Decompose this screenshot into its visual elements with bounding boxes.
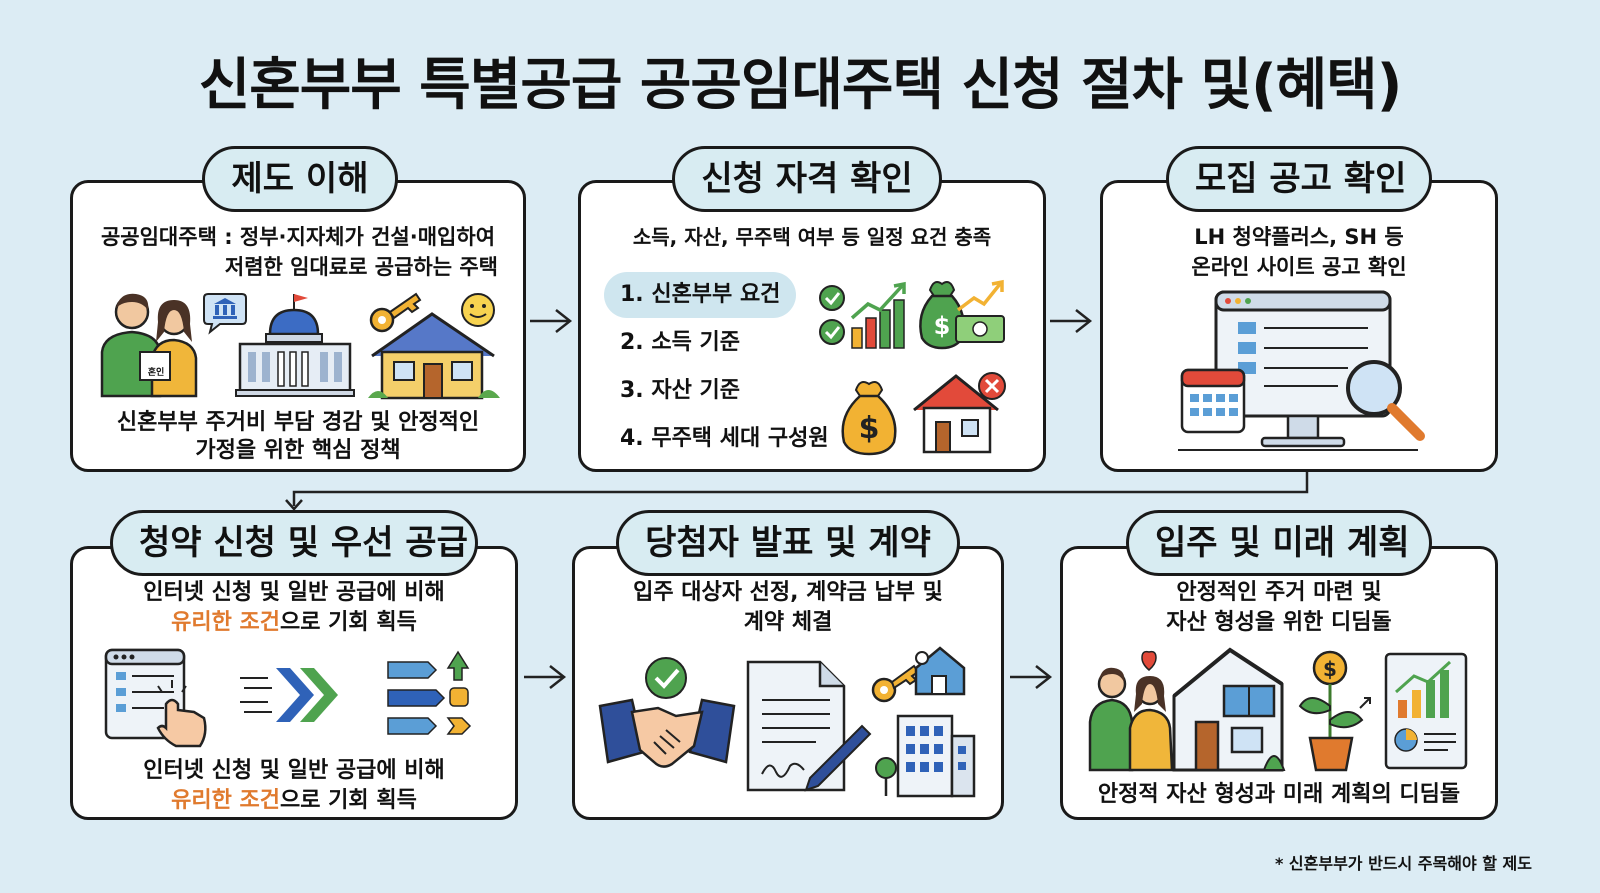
svg-text:$: $: [1323, 657, 1337, 681]
step-desc-3a: LH 청약플러스, SH 등: [1194, 225, 1404, 249]
step-footer-4b-rest: 으로 기회 획득: [280, 788, 417, 813]
marriage-doc-label: 혼인: [147, 368, 165, 378]
criteria-item-4: 4. 무주택 세대 구성원: [620, 426, 829, 451]
step-heading-1: 제도 이해: [202, 146, 398, 212]
svg-text:$: $: [859, 411, 880, 446]
gold-money-bag-icon: $: [841, 381, 897, 456]
contract-document-icon: [746, 660, 872, 792]
step-footer-1a: 신혼부부 주거비 부담 경감 및 안정적인: [116, 410, 480, 435]
page-title: 신혼부부 특별공급 공공임대주택 신청 절차 및(혜택): [198, 53, 1403, 118]
arrow-right-icon: [524, 665, 567, 689]
couple-icon: [100, 293, 198, 398]
fast-forward-icon: [240, 668, 338, 722]
money-plant-icon: $: [1298, 650, 1371, 772]
bank-bubble-icon: [203, 293, 247, 335]
criteria-item-1: 1. 신혼부부 요건: [604, 272, 797, 318]
financial-report-icon: [1384, 652, 1468, 770]
keys-building-icon: [871, 646, 976, 798]
connector-arrow-icon: [285, 472, 1309, 511]
step-desc-1a: 공공임대주택 : 정부·지자체가 건설·매입하여: [100, 225, 496, 249]
favorable-condition-highlight: 유리한 조건: [171, 788, 281, 813]
step-desc-3b: 온라인 사이트 공고 확인: [1191, 255, 1407, 279]
arrow-right-icon: [530, 309, 573, 333]
step-desc-4b-rest: 으로 기회 획득: [280, 610, 417, 635]
svg-text:$: $: [934, 312, 951, 340]
house-key-icon: [368, 292, 500, 400]
online-application-icon: [104, 648, 207, 748]
step-footer-4a: 인터넷 신청 및 일반 공급에 비해: [143, 758, 445, 783]
step-desc-4a: 인터넷 신청 및 일반 공급에 비해: [143, 580, 445, 605]
step-desc-6a: 안정적인 주거 마련 및: [1176, 580, 1382, 605]
arrow-right-icon: [1010, 665, 1053, 689]
step-heading-2: 신청 자격 확인: [672, 146, 942, 212]
step-footer-1b: 가정을 위한 핵심 정책: [195, 438, 401, 463]
check-growth-chart-icon: [819, 281, 906, 349]
step-heading-5: 당첨자 발표 및 계약: [616, 510, 960, 576]
step-heading-6: 입주 및 미래 계획: [1126, 510, 1432, 576]
favorable-condition-highlight: 유리한 조건: [171, 610, 281, 635]
government-building-icon: [235, 294, 355, 397]
step-desc-5b: 계약 체결: [743, 610, 833, 635]
step-heading-3: 모집 공고 확인: [1166, 146, 1432, 212]
house-no-ownership-icon: [913, 372, 1006, 454]
modern-house-icon: [1172, 647, 1286, 772]
arrow-right-icon: [1050, 309, 1093, 333]
step-heading-4: 청약 신청 및 우선 공급: [110, 510, 478, 576]
step-desc-5a: 입주 대상자 선정, 계약금 납부 및: [633, 580, 943, 605]
criteria-item-3: 3. 자산 기준: [620, 378, 740, 403]
step-footer-4b: 유리한 조건으로 기회 획득: [80, 786, 508, 816]
step-desc-6b: 자산 형성을 위한 디딤돌: [1166, 610, 1392, 635]
priority-ranking-icon: [387, 650, 472, 735]
couple-heart-icon: [1088, 650, 1174, 772]
money-bag-bills-icon: $: [919, 279, 1005, 350]
step-desc-2: 소득, 자산, 무주택 여부 등 일정 요건 충족: [632, 225, 992, 249]
criteria-item-2: 2. 소득 기준: [620, 330, 740, 355]
handshake-icon: [598, 657, 736, 768]
step-desc-1b: 저렴한 임대료로 공급하는 주택: [224, 255, 498, 279]
footnote: * 신혼부부가 반드시 주목해야 할 제도: [1274, 854, 1532, 873]
step-desc-4b: 유리한 조건으로 기회 획득: [80, 608, 508, 638]
monitor-announcement-icon: [1178, 290, 1425, 451]
step-footer-6: 안정적 자산 형성과 미래 계획의 디딤돌: [1097, 782, 1461, 807]
